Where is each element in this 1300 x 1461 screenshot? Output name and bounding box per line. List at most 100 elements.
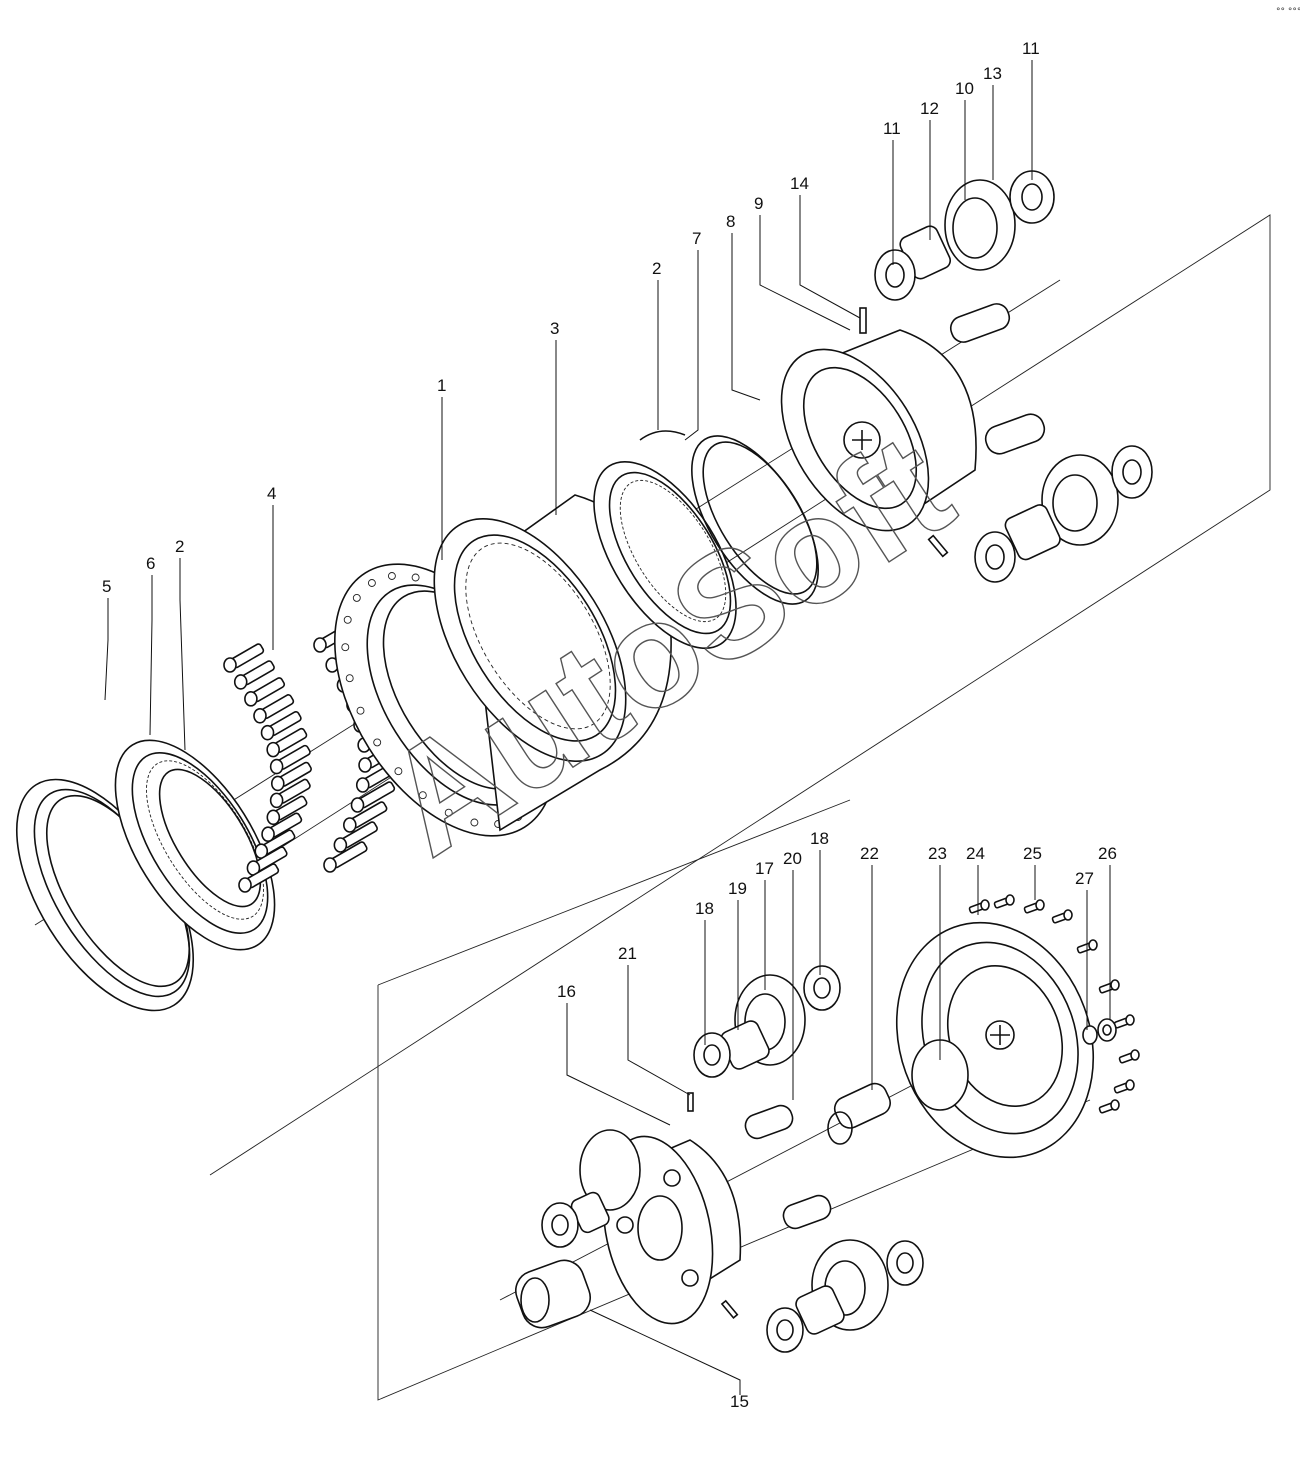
cap-screw	[343, 801, 388, 833]
needle-bearing-right	[1004, 504, 1061, 561]
planet-shaft-mid	[984, 413, 1046, 455]
cover-bolts	[968, 894, 1140, 1114]
cap-screw	[333, 821, 378, 853]
planet-shaft-lower	[782, 1194, 832, 1230]
upper-planet-carrier	[780, 329, 977, 532]
cap-screw	[350, 781, 396, 813]
cap-screw	[233, 660, 275, 690]
label-9: 9	[754, 194, 763, 213]
cover-screw	[1076, 939, 1098, 954]
flange-bolt-hole	[387, 572, 396, 580]
flange-bolt-hole	[343, 615, 352, 624]
label-22: 22	[860, 844, 879, 863]
label-11-left: 11	[883, 119, 901, 138]
label-12: 12	[920, 99, 939, 118]
label-4: 4	[267, 484, 276, 503]
upper-planet-gear	[944, 179, 1016, 271]
bearing-upper	[593, 460, 737, 650]
spring-pin-21	[687, 1092, 694, 1112]
cap-screw	[246, 846, 288, 876]
label-17: 17	[755, 859, 774, 878]
flange-bolt-hole	[356, 706, 365, 715]
label-14: 14	[790, 174, 809, 193]
flange-bolt-hole	[411, 573, 420, 582]
retaining-ring	[691, 435, 819, 605]
planet-gear-right	[1041, 454, 1119, 546]
flange-bolt-hole	[444, 808, 453, 817]
label-13: 13	[983, 64, 1002, 83]
label-19: 19	[728, 879, 747, 898]
o-ring-27	[1082, 1025, 1098, 1045]
label-7: 7	[692, 229, 701, 248]
label-26: 26	[1098, 844, 1117, 863]
planet-gear-lower-left	[579, 1129, 641, 1211]
input-sun-gear	[515, 1259, 591, 1329]
label-6: 6	[146, 554, 155, 573]
cover-screw	[1098, 979, 1120, 994]
cap-screw	[266, 795, 308, 826]
cap-screw	[254, 829, 296, 859]
flange-bolt-hole	[373, 738, 382, 747]
planet-shaft-20	[744, 1104, 794, 1140]
planet-shaft-upper	[949, 303, 1011, 343]
washer-18-right	[803, 965, 841, 1011]
label-18-left: 18	[695, 899, 714, 918]
label-10: 10	[955, 79, 974, 98]
flange-bolt-hole	[352, 593, 361, 602]
cap-screw	[270, 761, 312, 792]
needle-bearing-lower-right	[795, 1285, 845, 1335]
label-27: 27	[1075, 869, 1094, 888]
lower-axis	[499, 1049, 981, 1301]
label-24: 24	[966, 844, 985, 863]
cap-screw	[269, 744, 311, 775]
cap-screw	[253, 694, 295, 724]
cap-screw	[260, 710, 302, 741]
flange-bolt-hole	[367, 579, 376, 587]
label-23: 23	[928, 844, 947, 863]
label-11-right: 11	[1022, 39, 1040, 58]
label-20: 20	[783, 849, 802, 868]
label-18-right: 18	[810, 829, 829, 848]
cover-screw	[1118, 1049, 1140, 1064]
cover-screw	[1098, 1099, 1120, 1114]
cover-screw	[968, 899, 990, 914]
lower-assembly-outline	[377, 799, 1091, 1401]
cover-screw	[1113, 1014, 1135, 1029]
label-21: 21	[618, 944, 637, 963]
washer-right	[1111, 445, 1153, 499]
cap-screw	[238, 863, 280, 893]
spring-pin-lower-right	[720, 1299, 739, 1319]
snap-ring-7	[639, 430, 686, 441]
bearing-lower	[114, 739, 276, 951]
label-8: 8	[726, 212, 735, 231]
cap-screw	[261, 812, 303, 843]
label-3: 3	[550, 319, 559, 338]
part-number-labels: 5 6 2 4 1 3 2 7 8 9 14 11 12 10 13 11 16…	[102, 39, 1117, 1411]
cap-screw	[323, 841, 368, 873]
end-cover	[895, 921, 1095, 1159]
washer-lower-left	[541, 1202, 579, 1248]
label-25: 25	[1023, 844, 1042, 863]
flange-bolt-hole	[345, 674, 354, 683]
sun-gear	[827, 1082, 891, 1145]
washer-18-left	[693, 1032, 731, 1078]
label-2-lower: 2	[175, 537, 184, 556]
flange-bolt-hole	[418, 791, 427, 800]
cover-screw	[993, 894, 1015, 909]
cap-screw	[266, 727, 308, 758]
flange-bolt-hole	[470, 818, 479, 827]
spring-pin-14	[859, 307, 867, 334]
cover-screw	[1051, 909, 1073, 924]
cap-screw	[269, 778, 311, 809]
washer-lower-right-b	[766, 1307, 804, 1353]
label-15: 15	[730, 1392, 749, 1411]
cover-screw	[1023, 899, 1045, 914]
label-1: 1	[437, 376, 446, 395]
cap-screw	[244, 677, 286, 707]
washer-lower-right-a	[886, 1240, 924, 1286]
thrust-washer-11a	[874, 249, 916, 301]
leader-lines	[104, 60, 1111, 1395]
plug-26	[1097, 1018, 1117, 1042]
cap-screw	[223, 643, 265, 673]
